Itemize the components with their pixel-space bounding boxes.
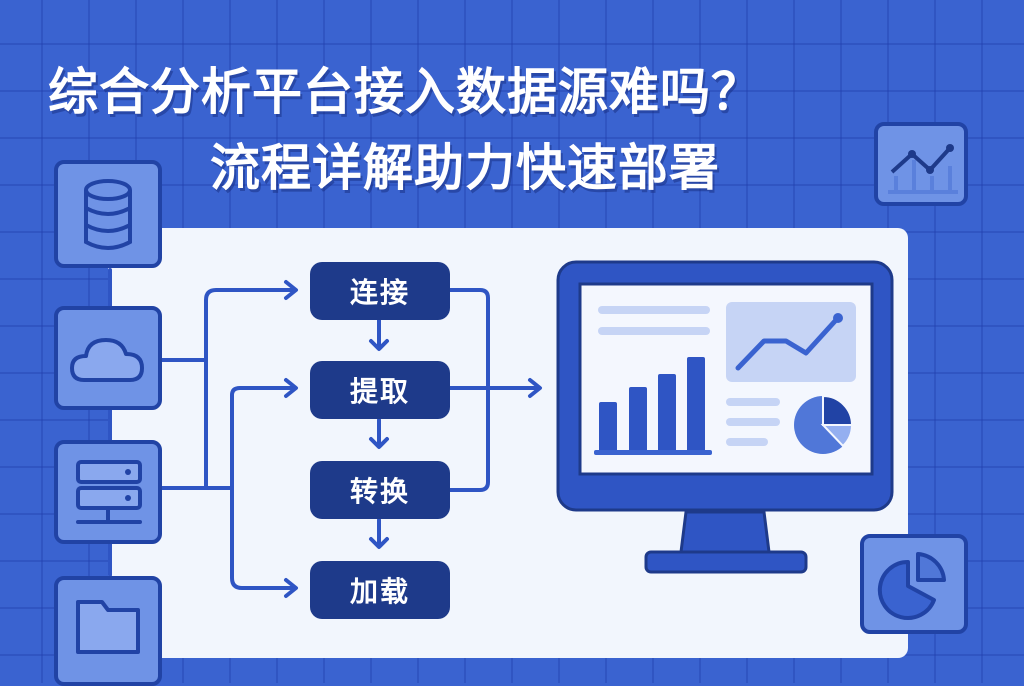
database-icon: [84, 179, 132, 250]
cloud-icon: [70, 338, 144, 382]
source-server: [54, 440, 162, 544]
source-cloud: [54, 306, 162, 410]
source-database: [54, 160, 162, 268]
source-folder: [54, 576, 162, 686]
bar-chart: [599, 357, 705, 452]
decor-line-chart: [874, 122, 968, 206]
step-extract: 提取: [310, 361, 450, 419]
decor-pie-chart: [860, 534, 968, 634]
step-connect: 连接: [310, 262, 450, 320]
line-chart-icon: [888, 144, 958, 194]
step-transform: 转换: [310, 461, 450, 519]
page-title: 综合分析平台接入数据源难吗？: [48, 63, 762, 121]
pie-chart-icon: [877, 552, 946, 620]
folder-icon: [76, 600, 140, 654]
page-subtitle: 流程详解助力快速部署: [210, 139, 720, 197]
server-icon: [76, 460, 142, 524]
step-load: 加载: [310, 561, 450, 619]
monitor-dashboard-icon: [556, 260, 894, 574]
